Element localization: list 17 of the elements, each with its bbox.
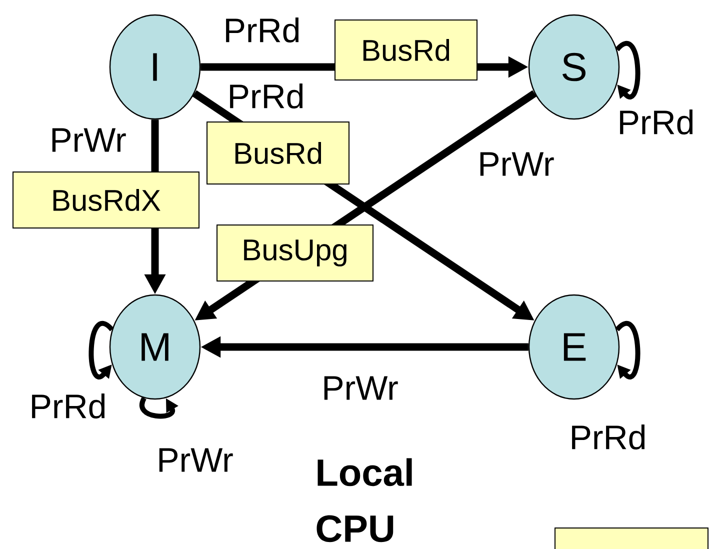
bus-transaction-box: BusRdX xyxy=(12,172,200,228)
self-loop-arrow xyxy=(615,41,640,100)
self-loop-arrow xyxy=(615,321,640,380)
edge-label: PrWr xyxy=(324,376,398,400)
edge-label: PrWr xyxy=(159,448,233,472)
edge-label: PrWr xyxy=(480,152,554,176)
edge-label: PrRd xyxy=(226,18,299,42)
edge-label: PrRd xyxy=(620,110,693,134)
bus-transaction-box: BusRd xyxy=(334,20,478,80)
self-loop-arrow xyxy=(88,321,114,380)
edge-label: PrRd xyxy=(230,84,303,108)
cpu-label: Local CPU xyxy=(316,458,412,542)
bus-transaction-box: BusUpg xyxy=(216,224,374,282)
bus-transaction-box: BusRd xyxy=(206,122,350,184)
edge-label: PrRd xyxy=(572,424,645,450)
edge-label: PrRd xyxy=(32,394,105,418)
edge-label: PrWr xyxy=(52,128,126,152)
